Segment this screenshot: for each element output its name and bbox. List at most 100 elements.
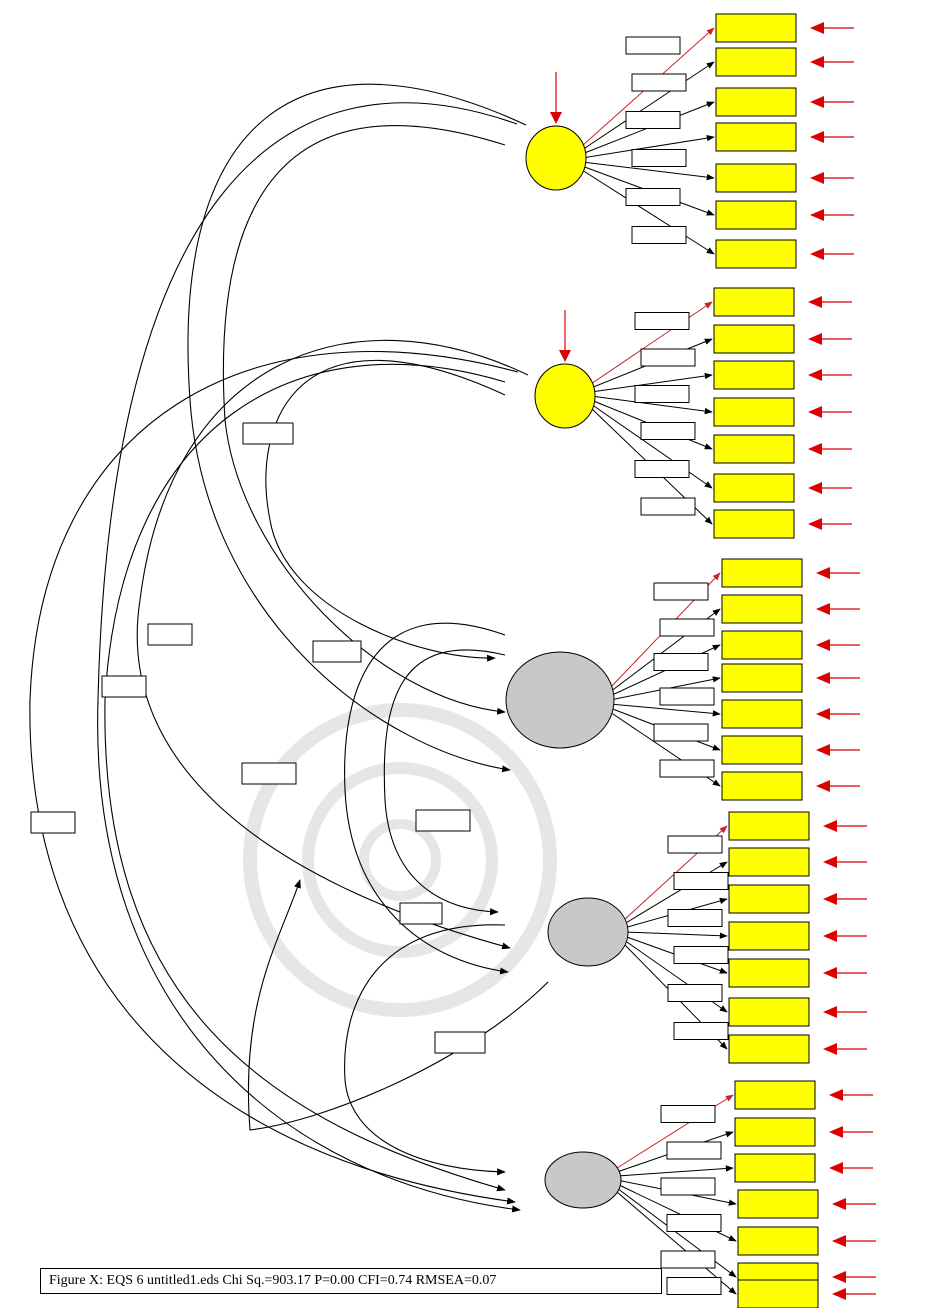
- error-arrowhead: [823, 1043, 837, 1055]
- error-arrowhead: [823, 1006, 837, 1018]
- error-arrowhead: [823, 820, 837, 832]
- indicator-box: [715, 13, 797, 43]
- error-arrowhead: [810, 22, 824, 34]
- error-arrowhead: [823, 967, 837, 979]
- loading-label-box: [660, 1105, 716, 1123]
- loading-arrow: [581, 169, 715, 255]
- indicator-box: [721, 771, 803, 801]
- covariance-label-box: [312, 640, 362, 663]
- covariance-curve: [383, 649, 506, 916]
- error-arrowhead: [808, 443, 822, 455]
- covariance-label-box: [242, 422, 294, 445]
- error-arrowhead: [816, 567, 830, 579]
- loading-label-box: [653, 653, 709, 671]
- error-arrowhead: [810, 131, 824, 143]
- indicator-box: [728, 921, 810, 951]
- indicator-box: [721, 735, 803, 765]
- indicator-box: [721, 558, 803, 588]
- covariance-label-box: [101, 675, 147, 698]
- indicator-box: [737, 1279, 819, 1308]
- indicator-box: [737, 1226, 819, 1256]
- watermark-emblem: [243, 703, 557, 1017]
- error-arrowhead: [832, 1198, 846, 1210]
- covariance-curve: [265, 359, 506, 662]
- error-arrowhead: [808, 333, 822, 345]
- covariance-curve: [344, 924, 506, 1176]
- loading-arrow: [616, 1187, 737, 1278]
- loading-arrow: [590, 395, 713, 415]
- indicator-box: [728, 958, 810, 988]
- latent-factor-ellipse: [534, 363, 596, 429]
- indicator-box: [713, 509, 795, 539]
- indicator-box: [713, 287, 795, 317]
- fit-statistics-caption: Figure X: EQS 6 untitled1.eds Chi Sq.=90…: [40, 1268, 662, 1294]
- error-arrowhead: [808, 518, 822, 530]
- covariance-label-box: [415, 809, 471, 832]
- error-arrowhead: [832, 1288, 846, 1300]
- covariance-curve: [136, 339, 529, 950]
- loading-label-box: [640, 422, 696, 440]
- error-arrowhead: [829, 1089, 843, 1101]
- indicator-box: [715, 163, 797, 193]
- error-arrowhead: [808, 369, 822, 381]
- loading-arrow: [609, 703, 721, 717]
- error-arrowhead: [810, 96, 824, 108]
- loading-label-box: [667, 984, 723, 1002]
- loading-label-box: [666, 1141, 722, 1160]
- loading-label-box: [673, 872, 729, 890]
- indicator-box: [728, 811, 810, 841]
- error-arrowhead: [808, 296, 822, 308]
- loading-label-box: [667, 835, 723, 854]
- loading-label-box: [667, 909, 723, 927]
- loading-label-box: [666, 1214, 722, 1232]
- covariance-curve: [104, 363, 506, 1192]
- indicator-box: [734, 1117, 816, 1147]
- loading-arrow: [590, 403, 713, 489]
- loading-label-box: [625, 188, 681, 206]
- indicator-box: [721, 630, 803, 660]
- covariance-curve: [344, 622, 509, 975]
- loading-label-box: [659, 759, 715, 778]
- error-arrowhead: [810, 56, 824, 68]
- covariance-curve: [29, 351, 519, 1205]
- loading-label-box: [625, 111, 681, 129]
- indicator-box: [721, 594, 803, 624]
- indicator-box: [721, 663, 803, 693]
- latent-factor-ellipse: [547, 897, 629, 967]
- loading-label-box: [634, 460, 690, 478]
- loading-label-box: [640, 348, 696, 367]
- latent-factor-ellipse: [505, 651, 615, 749]
- loading-arrow: [590, 372, 713, 393]
- indicator-box: [721, 699, 803, 729]
- error-arrowhead: [816, 744, 830, 756]
- loading-arrow: [616, 1165, 734, 1177]
- loading-label-box: [673, 946, 729, 964]
- loading-label-box: [660, 1250, 716, 1269]
- error-arrowhead: [810, 248, 824, 260]
- indicator-box: [728, 884, 810, 914]
- latent-factor-ellipse: [544, 1151, 622, 1209]
- loading-arrow: [581, 161, 715, 181]
- error-arrowhead: [808, 482, 822, 494]
- latent-factor-ellipse: [525, 125, 587, 191]
- indicator-box: [728, 847, 810, 877]
- error-arrowhead: [816, 780, 830, 792]
- indicator-box: [715, 200, 797, 230]
- error-arrowhead: [823, 893, 837, 905]
- covariance-label-box: [147, 623, 193, 646]
- error-arrowhead: [816, 603, 830, 615]
- error-arrowhead: [816, 672, 830, 684]
- indicator-box: [737, 1189, 819, 1219]
- indicator-box: [728, 997, 810, 1027]
- indicator-box: [715, 122, 797, 152]
- error-arrowhead: [829, 1162, 843, 1174]
- indicator-box: [715, 239, 797, 269]
- indicator-box: [713, 324, 795, 354]
- disturbance-arrowhead: [550, 112, 562, 124]
- loading-arrow: [581, 61, 715, 151]
- loading-label-box: [659, 687, 715, 706]
- indicator-box: [728, 1034, 810, 1064]
- error-arrowhead: [832, 1271, 846, 1283]
- covariance-label-box: [399, 902, 443, 925]
